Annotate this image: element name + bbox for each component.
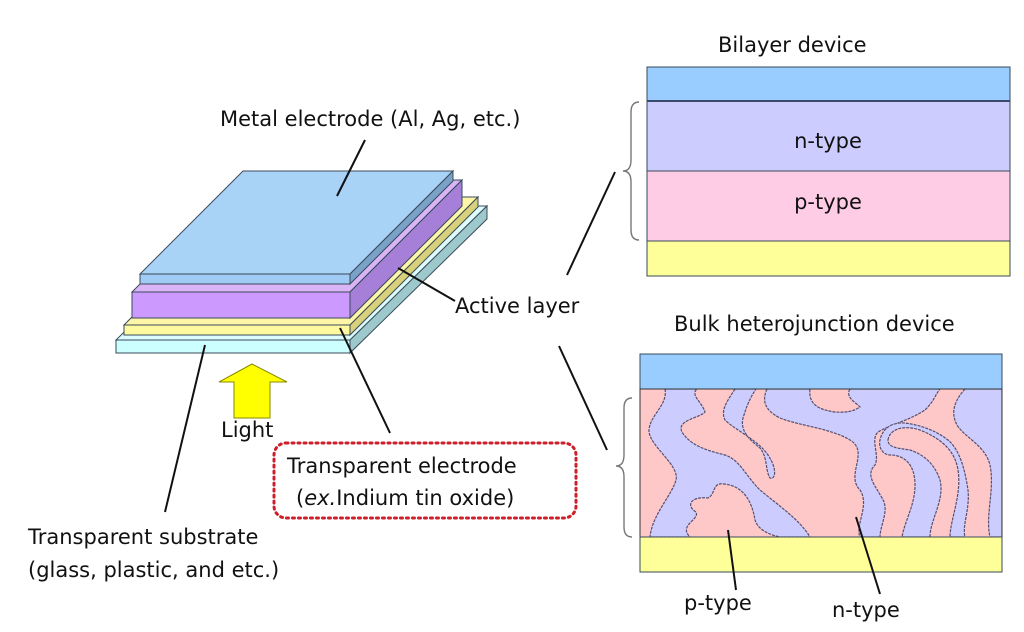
ito-callout-box [272, 441, 578, 520]
bhj-connector-line [558, 345, 608, 451]
ito-callout-paren: ( [296, 486, 304, 510]
ito-front [123, 324, 351, 336]
substrate-leader-line [164, 344, 206, 513]
bhj-bottom-electrode [639, 536, 1003, 573]
active-leader-line [397, 267, 456, 302]
active-layer-label: Active layer [455, 294, 580, 318]
bhj-n-domain [764, 389, 941, 537]
bhj-device: Bulk heterojunction device p-type n-type [615, 312, 1003, 622]
metal-leader-line [336, 139, 366, 197]
bhj-brace [615, 397, 633, 538]
substrate-label-line2: (glass, plastic, and etc.) [28, 558, 279, 582]
light-label: Light [221, 418, 273, 442]
bilayer-device: Bilayer device n-type p-type [622, 33, 1011, 277]
bhj-n-domain [953, 389, 1002, 537]
ito-callout-rest: Indium tin oxide) [336, 486, 514, 510]
light-arrow-icon [218, 363, 288, 419]
substrate-label-line1: Transparent substrate [27, 525, 258, 549]
bhj-title: Bulk heterojunction device [674, 312, 955, 336]
bhj-n-type-leader [855, 516, 881, 595]
bhj-n-domain [879, 422, 969, 537]
bhj-n-domain [648, 389, 811, 537]
metal-electrode-label: Metal electrode (Al, Ag, etc.) [220, 107, 520, 131]
bhj-p-type-label: p-type [684, 591, 752, 615]
bilayer-n-type-layer [646, 100, 1011, 172]
metal-electrode-layer [138, 169, 455, 286]
substrate-front [115, 339, 351, 354]
bilayer-p-type-label: p-type [794, 190, 862, 214]
bilayer-title: Bilayer device [718, 33, 867, 57]
bilayer-bottom-electrode [646, 240, 1011, 277]
device-stack [114, 169, 489, 355]
bhj-n-type-label: n-type [832, 598, 900, 622]
metal-front [139, 273, 351, 285]
bilayer-connector-line [566, 171, 616, 276]
ito-callout-italic: ex. [304, 486, 336, 510]
bhj-n-domain [722, 389, 776, 479]
active-front [131, 291, 351, 319]
bilayer-top-electrode [646, 66, 1011, 102]
bhj-n-type-domains [648, 389, 1002, 537]
bhj-top-electrode [639, 353, 1003, 390]
bhj-p-type-leader [727, 529, 737, 591]
bilayer-n-type-label: n-type [794, 129, 862, 153]
ito-callout-line1: Transparent electrode [286, 454, 517, 478]
bilayer-brace [622, 101, 640, 241]
ito-callout-line2: (ex.Indium tin oxide) [296, 486, 514, 510]
ito-leader-line [339, 327, 391, 434]
